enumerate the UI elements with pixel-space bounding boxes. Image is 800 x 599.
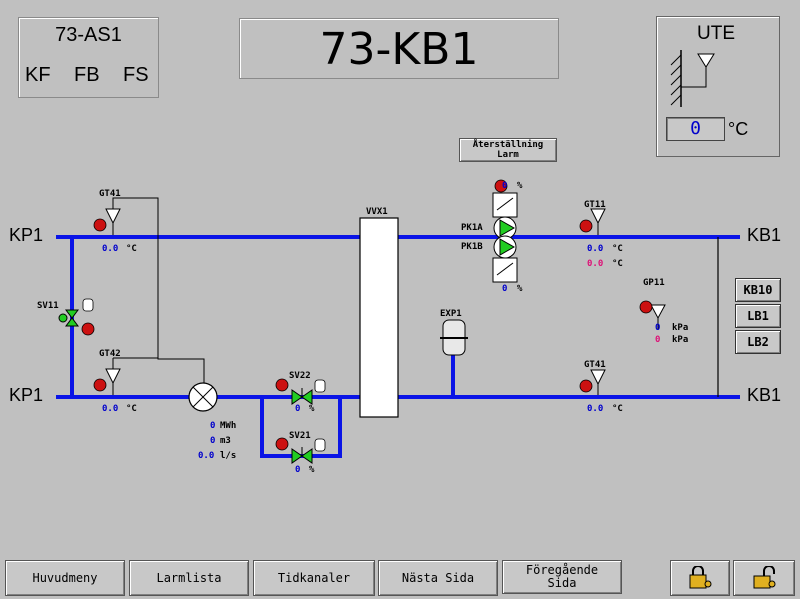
gt11-unit1: °C	[612, 244, 623, 254]
gt41-right-unit: °C	[612, 404, 623, 414]
gt11-value1: 0.0	[587, 244, 604, 254]
previous-page-button[interactable]: Föregående Sida	[502, 560, 622, 594]
page-title: 73-KB1	[319, 24, 479, 75]
gp11-unit1: kPa	[672, 323, 689, 333]
reset-alarm-line2: Larm	[497, 150, 519, 160]
sv22-value: 0	[295, 404, 301, 414]
pipe-kb1-top: KB1	[747, 225, 782, 245]
gt11-value2: 0.0	[587, 259, 604, 269]
energy-flow-unit: l/s	[220, 451, 237, 461]
flag-fb: FB	[74, 64, 100, 86]
title-panel: 73-KB1	[239, 18, 559, 79]
sv21-unit: %	[309, 465, 315, 475]
pipe-kb1-bottom: KB1	[747, 385, 782, 405]
energy-flow-value: 0.0	[198, 451, 215, 461]
time-channels-button[interactable]: Tidkanaler	[253, 560, 375, 596]
pipe-kp1-top: KP1	[9, 225, 44, 245]
gt41-left-tag[interactable]: GT41	[99, 189, 121, 199]
outdoor-unit: °C	[728, 119, 749, 139]
energy-mwh-unit: MWh	[220, 421, 237, 431]
gt41-right-tag[interactable]: GT41	[584, 360, 606, 370]
pk1b-unit: %	[517, 284, 523, 294]
pk1b-tag[interactable]: PK1B	[461, 242, 483, 252]
hand-icons	[82, 298, 326, 452]
sv21-tag[interactable]: SV21	[289, 431, 311, 441]
pipe-kp1-bottom: KP1	[9, 385, 44, 405]
energy-m3-unit: m3	[220, 436, 231, 446]
outdoor-temp-field: 0	[666, 117, 725, 141]
lb2-button[interactable]: LB2	[735, 330, 781, 354]
pk1a-unit: %	[517, 181, 523, 191]
station-panel: 73-AS1 KF FB FS	[18, 17, 159, 98]
gp11-value1: 0	[655, 323, 661, 333]
reset-alarm-button[interactable]: Återställning Larm	[459, 138, 557, 162]
sv11-tag[interactable]: SV11	[37, 301, 59, 311]
energy-mwh-value: 0	[210, 421, 216, 431]
energy-m3-value: 0	[210, 436, 216, 446]
sv21-bypass-pipe	[260, 397, 342, 458]
alarm-list-button[interactable]: Larmlista	[129, 560, 249, 596]
unlock-key-icon	[753, 566, 776, 589]
main-menu-button[interactable]: Huvudmeny	[5, 560, 125, 596]
outdoor-panel: UTE 0 °C	[656, 16, 780, 157]
gt42-tag[interactable]: GT42	[99, 349, 121, 359]
sv21-value: 0	[295, 465, 301, 475]
gp11-tag[interactable]: GP11	[643, 278, 665, 288]
lb1-button[interactable]: LB1	[735, 304, 781, 328]
gp11-value2: 0	[655, 335, 661, 345]
gt11-tag[interactable]: GT11	[584, 200, 606, 210]
pk1a-tag[interactable]: PK1A	[461, 223, 483, 233]
alarm-indicators	[81, 179, 653, 451]
lock-key-icon	[689, 566, 712, 589]
station-id: 73-AS1	[55, 24, 122, 46]
gt42-unit: °C	[126, 404, 137, 414]
bottom-nav-bar: Huvudmeny Larmlista Tidkanaler Nästa Sid…	[0, 558, 800, 599]
outdoor-label: UTE	[697, 23, 735, 44]
gt42-value: 0.0	[102, 404, 119, 414]
sv22-unit: %	[309, 404, 315, 414]
kb10-button[interactable]: KB10	[735, 278, 781, 302]
pk1a-value: 0	[502, 181, 508, 191]
heat-exchanger	[359, 217, 399, 418]
vvx1-tag[interactable]: VVX1	[366, 207, 388, 217]
outdoor-sensor-icon	[670, 50, 715, 107]
pk1b-value: 0	[502, 284, 508, 294]
process-diagram	[56, 179, 740, 464]
gt41-right-value: 0.0	[587, 404, 604, 414]
flag-fs: FS	[123, 64, 149, 86]
gt11-unit2: °C	[612, 259, 623, 269]
gt41-left-value: 0.0	[102, 244, 119, 254]
exp1-tag[interactable]: EXP1	[440, 309, 462, 319]
reset-alarm-line1: Återställning	[472, 140, 544, 150]
next-page-button[interactable]: Nästa Sida	[378, 560, 498, 596]
flag-kf: KF	[25, 64, 51, 86]
logout-button[interactable]	[733, 560, 795, 596]
login-button[interactable]	[670, 560, 730, 596]
sv22-tag[interactable]: SV22	[289, 371, 311, 381]
gt41-left-unit: °C	[126, 244, 137, 254]
gp11-unit2: kPa	[672, 335, 689, 345]
